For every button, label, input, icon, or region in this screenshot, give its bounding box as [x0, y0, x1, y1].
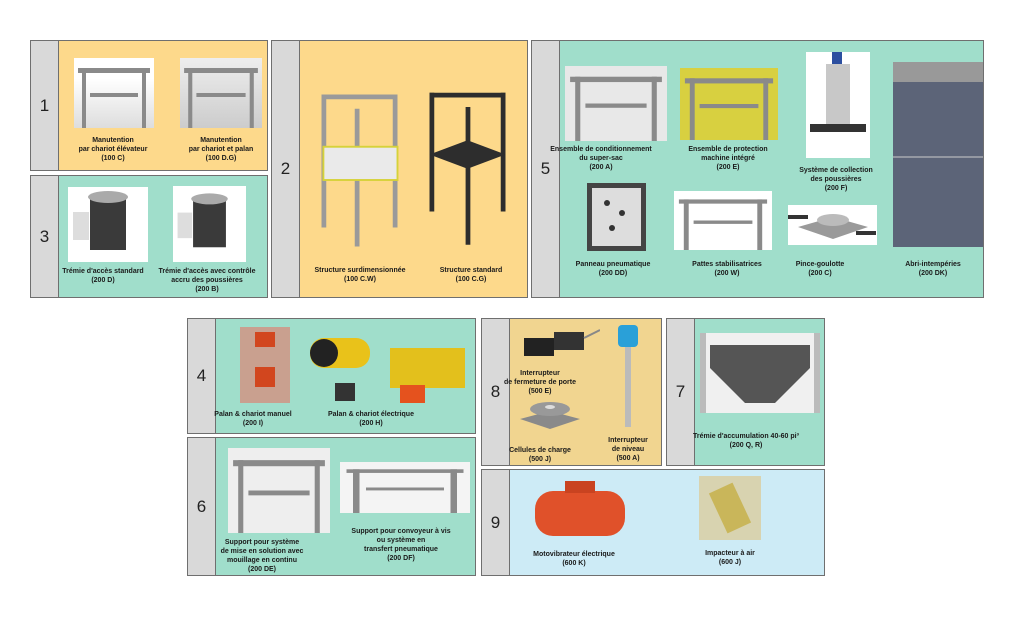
product-image: [700, 333, 820, 413]
product-caption: Ensemble de conditionnement du super-sac…: [550, 146, 652, 171]
product-image: [310, 323, 470, 404]
product-caption: Abri-intempéries (200 DK): [905, 261, 961, 277]
product-caption: Trémie d'accès avec contrôle accru des p…: [158, 268, 256, 293]
product-image: [565, 66, 667, 141]
product-caption: Impacteur à air (600 J): [705, 550, 755, 566]
panel-number: 4: [188, 319, 216, 433]
product-caption: Structure surdimensionnée (100 C.W): [314, 267, 406, 283]
product-caption: Cellules de charge (500 J): [509, 447, 571, 463]
product-image: [788, 205, 877, 245]
product-image: [228, 448, 330, 533]
panel-number: 7: [667, 319, 695, 465]
product-image: [240, 327, 290, 403]
product-caption: Palan & chariot électrique (200 H): [328, 411, 414, 427]
product-caption: Interrupteur de fermeture de porte (500 …: [504, 370, 576, 395]
panel-2-structure: 2: [271, 40, 528, 298]
panel-number: 2: [272, 41, 300, 297]
product-image: [74, 58, 154, 128]
product-caption: Motovibrateur électrique (600 K): [533, 551, 615, 567]
product-caption: Pince-goulotte (200 C): [795, 261, 845, 277]
product-caption: Panneau pneumatique (200 DD): [575, 261, 651, 277]
panel-number: 8: [482, 319, 510, 465]
product-caption: Ensemble de protection machine intégré (…: [688, 146, 768, 171]
product-image: [587, 183, 646, 251]
product-image: [806, 52, 870, 158]
panel-number: 9: [482, 470, 510, 575]
product-caption: Support pour système de mise en solution…: [220, 539, 304, 573]
product-caption: Pattes stabilisatrices (200 W): [692, 261, 762, 277]
product-caption: Manutention par chariot élévateur (100 C…: [78, 137, 148, 162]
panel-number: 6: [188, 438, 216, 575]
product-caption: Trémie d'accès standard (200 D): [62, 268, 144, 284]
panel-number: 1: [31, 41, 59, 170]
product-image: [68, 187, 148, 262]
product-caption: Interrupteur de niveau (500 A): [608, 437, 648, 462]
product-image: [612, 323, 644, 429]
product-caption: Palan & chariot manuel (200 I): [214, 411, 292, 427]
product-image: [340, 462, 470, 513]
product-image: [680, 68, 778, 140]
product-image: [530, 476, 630, 546]
product-caption: Système de collection des poussières (20…: [799, 167, 873, 192]
product-image: [520, 397, 580, 431]
product-image: [674, 191, 772, 250]
product-image: [420, 78, 515, 250]
product-caption: Manutention par chariot et palan (100 D.…: [188, 137, 254, 162]
product-image: [522, 328, 600, 360]
product-caption: Structure standard (100 C.G): [439, 267, 503, 283]
product-caption: Support pour convoyeur à vis ou système …: [351, 528, 451, 562]
product-image: [699, 476, 761, 540]
product-image: [893, 62, 983, 247]
product-image: [180, 58, 262, 128]
panel-number: 5: [532, 41, 560, 297]
product-image: [173, 186, 246, 262]
product-caption: Trémie d'accumulation 40-60 pi³ (200 Q, …: [693, 433, 799, 449]
product-image: [312, 72, 407, 250]
panel-number: 3: [31, 176, 59, 297]
